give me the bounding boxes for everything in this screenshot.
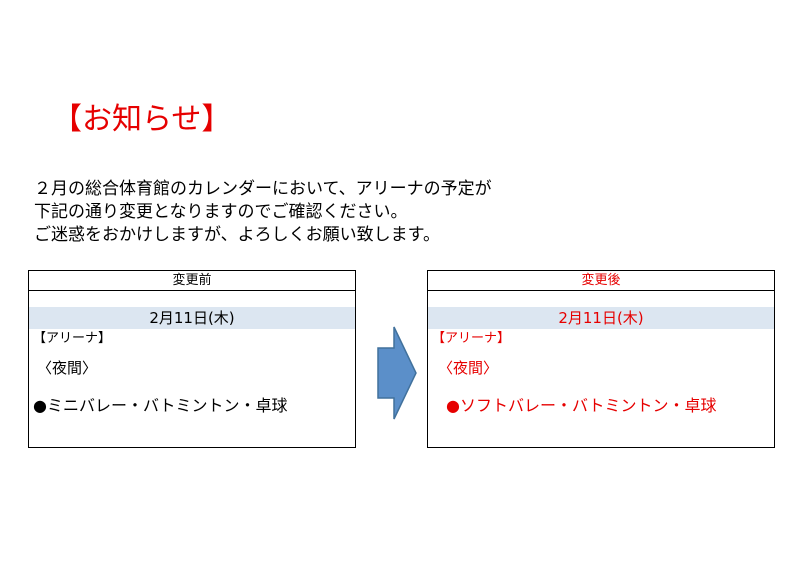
after-panel-header: 変更後 xyxy=(428,271,774,291)
notice-line-2: 下記の通り変更となりますのでご確認ください。 xyxy=(34,202,408,222)
before-change-panel: 変更前 2月11日(木) 【アリーナ】 〈夜間〉 ●ミニバレー・バトミントン・卓… xyxy=(28,270,356,448)
before-panel-time: 〈夜間〉 xyxy=(37,359,98,377)
notice-line-1: ２月の総合体育館のカレンダーにおいて、アリーナの予定が xyxy=(34,179,492,199)
after-panel-venue: 【アリーナ】 xyxy=(432,331,511,346)
notice-text: ２月の総合体育館のカレンダーにおいて、アリーナの予定が 下記の通り変更となります… xyxy=(34,178,492,247)
before-panel-event: ●ミニバレー・バトミントン・卓球 xyxy=(33,396,288,415)
page-title: 【お知らせ】 xyxy=(52,102,232,137)
before-panel-header: 変更前 xyxy=(29,271,355,291)
before-panel-date: 2月11日(木) xyxy=(29,307,355,329)
after-change-panel: 変更後 2月11日(木) 【アリーナ】 〈夜間〉 ●ソフトバレー・バトミントン・… xyxy=(427,270,775,448)
after-panel-date: 2月11日(木) xyxy=(428,307,774,329)
before-panel-venue: 【アリーナ】 xyxy=(33,331,112,346)
after-panel-time: 〈夜間〉 xyxy=(438,359,499,377)
arrow-right-icon xyxy=(377,326,417,420)
after-panel-event: ●ソフトバレー・バトミントン・卓球 xyxy=(446,396,717,415)
notice-line-3: ご迷惑をおかけしますが、よろしくお願い致します。 xyxy=(34,225,440,245)
